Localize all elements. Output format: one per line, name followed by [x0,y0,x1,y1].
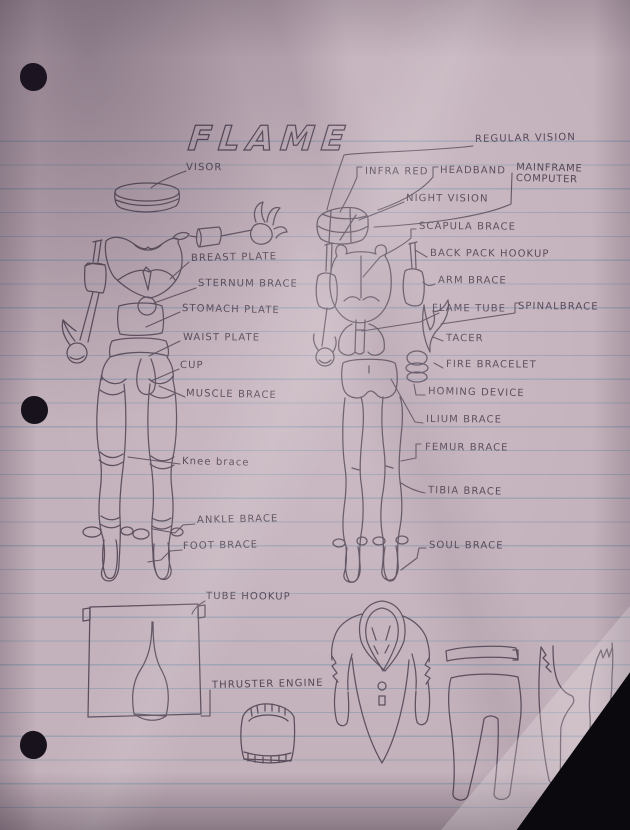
thruster-engine-drawing [82,603,206,721]
pants-drawing [448,673,522,801]
claw-sleeves-drawing [538,642,614,786]
label-cup: CUP [179,360,204,372]
label-night-vision: NIGHT VISION [405,193,489,205]
label-back-pack-hookup: BACK PACK HOOKUP [429,248,550,260]
front-figure-drawing [61,182,288,582]
label-visor: VISOR [185,162,223,174]
label-homing-device: HOMING DEVICE [427,386,525,400]
label-foot-brace: FOOT BRACE [182,539,259,552]
label-sternum-brace: STERNUM BRACE [197,278,299,290]
label-ankle-brace: ANKLE BRACE [196,513,279,526]
label-headband: HEADBAND [439,165,507,177]
label-breast-plate: BREAST PLATE [190,251,278,264]
cloak-drawing [331,600,431,764]
label-scapula-brace: SCAPULA BRACE [418,221,517,233]
label-tacer: TACER [445,333,484,345]
back-figure-drawing [312,206,450,583]
label-fire-bracelet: FIRE BRACELET [445,359,537,371]
label-stomach-plate: STOMACH PLATE [181,303,281,317]
label-knee-brace: Knee brace [181,456,250,469]
leader-lines [127,145,521,717]
label-tube-hookup: TUBE HOOKUP [205,591,291,603]
label-waist-plate: WAIST PLATE [182,332,261,344]
vest-drawing [240,703,296,764]
label-mainframe-computer: MAINFRAME COMPUTER [515,162,583,186]
page-title: FLAME [186,119,353,159]
label-flame-tube: FLAME TUBE [431,303,507,315]
label-soul-brace: SOUL BRACE [428,540,504,552]
label-regular-vision: REGULAR VISION [474,131,577,145]
label-infra-red: INFRA RED [364,166,429,178]
label-tibia-brace: TIBIA BRACE [427,485,503,498]
label-thruster-engine: THRUSTER ENGINE [211,677,324,691]
label-ilium-brace: ILIUM BRACE [425,414,503,426]
label-muscle-brace: MUSCLE BRACE [185,388,278,402]
belt-drawing [445,645,519,662]
hole-punch-top [20,63,47,91]
label-arm-brace: ARM BRACE [437,275,507,287]
hole-punch-middle [21,396,48,424]
label-femur-brace: FEMUR BRACE [424,442,509,454]
label-spinal-brace: SPINALBRACE [517,301,599,313]
